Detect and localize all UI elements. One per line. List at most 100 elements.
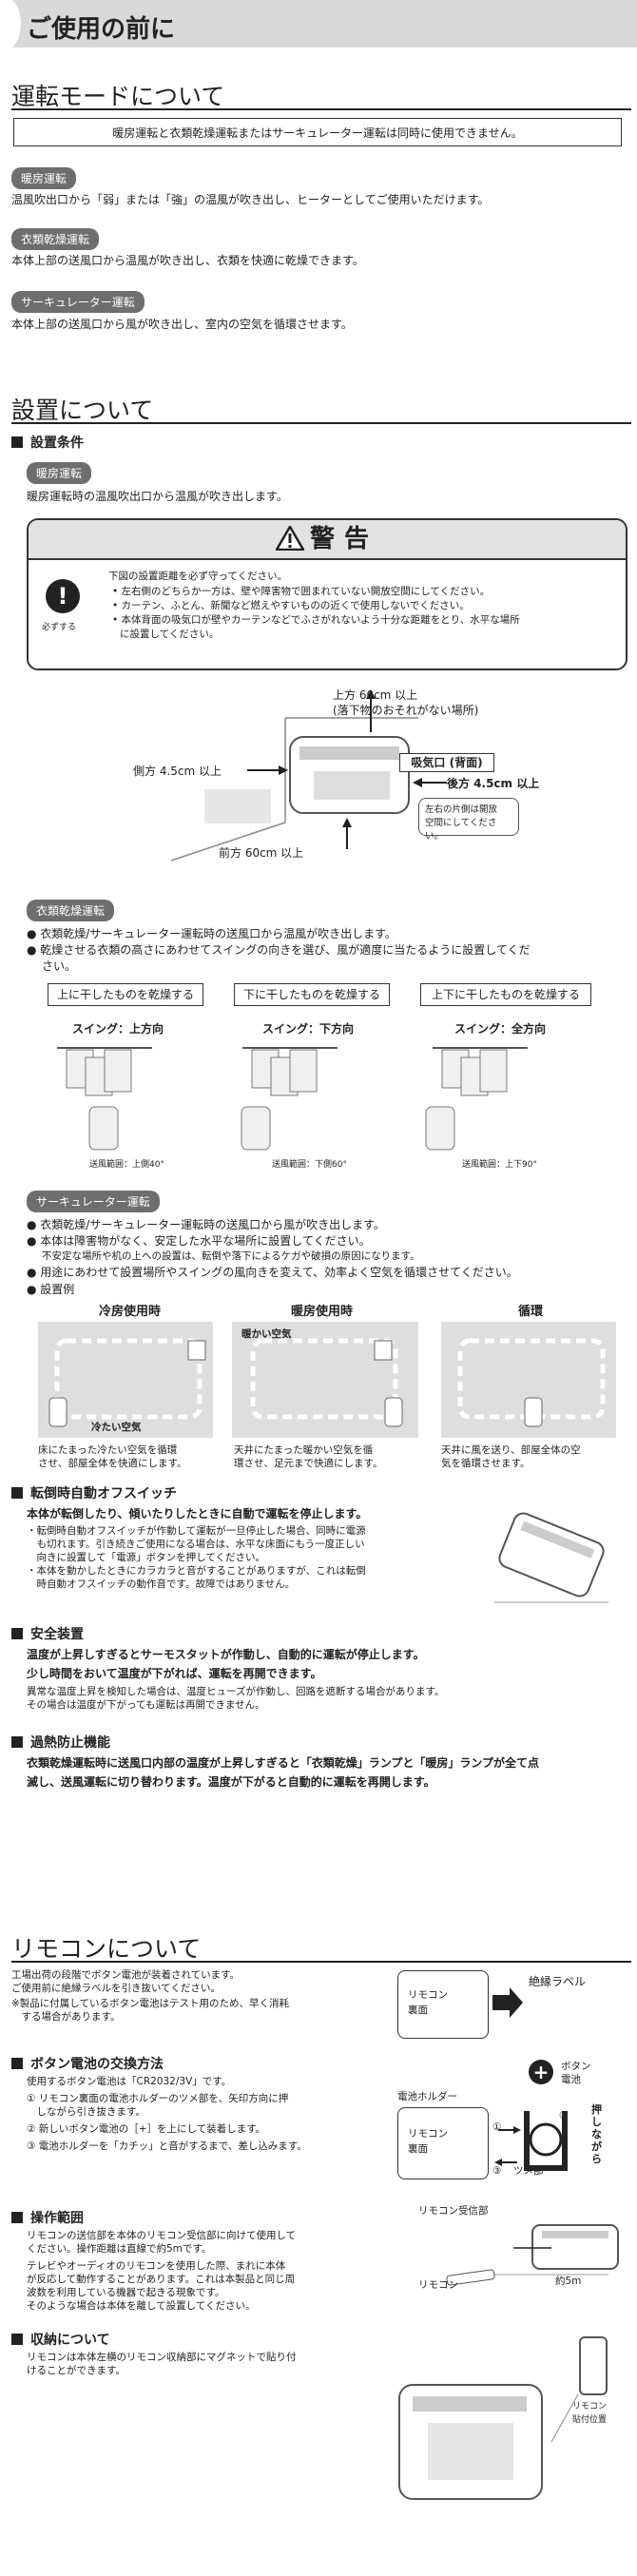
range-title: 操作範囲 [11, 2208, 84, 2227]
dist-back: 後方 4.5cm 以上 [447, 777, 540, 790]
storage-illustration [398, 2336, 608, 2500]
holder-label: 電池ホルダー [397, 2091, 457, 2102]
install-drying-label: 衣類乾燥運転 [27, 900, 115, 921]
circ-bullet: ● 用途にあわせて設置場所やスイングの風向きを変えて、効率よく空気を循環させてく… [27, 1266, 518, 1279]
tipover-bullet: 向きに設置して「電源」ボタンを押してください。 [27, 1552, 266, 1563]
mode-text-drying: 本体上部の送風口から温風が吹き出し、衣類を快適に乾燥できます。 [11, 254, 364, 267]
distance-label: 約5m [555, 2276, 582, 2287]
drying-range: 送風範囲：上下90° [462, 1160, 537, 1170]
drying-bullet: さい。 [42, 959, 77, 973]
drying-panel-box: 下に干したものを乾燥する [234, 983, 390, 1006]
drying-panel-box: 上に干したものを乾燥する [48, 983, 203, 1006]
safety-line: 温度が上昇しすぎるとサーモスタットが作動し、自動的に運転が停止します。 [27, 1648, 425, 1661]
distance-diagram: 上方 60cm 以上 (落下物のおそれがない場所) 側方 4.5cm 以上 吸気… [57, 680, 627, 865]
battery-line: しながら引き抜きます。 [27, 2106, 145, 2118]
claw-label: ツメ部 [513, 2165, 544, 2177]
pull-arrow-icon [492, 1987, 523, 2018]
battery-line: ① リモコン裏面の電池ホルダーのツメ部を、矢印方向に押 [27, 2093, 289, 2104]
range-line: 波数を利用している機器で起きる現象です。 [27, 2287, 225, 2298]
tipover-bullet: ・本体を動かしたときにカラカラと音がすることがありますが、これは転倒 [27, 1565, 366, 1577]
receiver-label: リモコン受信部 [418, 2205, 489, 2217]
warning-bullet: • 左右側のどちらか一方は、壁や障害物で囲まれていない開放空間にしてください。 [112, 586, 491, 597]
step-3: ③ [492, 2165, 502, 2177]
storage-title: 収納について [11, 2330, 110, 2349]
drying-swing: スイング：全方向 [454, 1022, 547, 1036]
page-title: ご使用の前に [27, 15, 176, 44]
remote-title: リモコンについて [11, 1935, 202, 1963]
divider [11, 422, 631, 424]
install-title: 設置について [11, 397, 154, 424]
storage-line: リモコンは本体左横のリモコン収納部にマグネットで貼り付 [27, 2352, 297, 2363]
dist-side: 側方 4.5cm 以上 [133, 765, 222, 778]
drying-panel-box: 上下に干したものを乾燥する [420, 983, 591, 1006]
overheat-line: 滅し、送風運転に切り替わります。温度が下がると自動的に運転を再開します。 [27, 1775, 435, 1789]
drying-swing: スイング：上方向 [72, 1022, 164, 1036]
mode-label-drying: 衣類乾燥運転 [11, 228, 100, 250]
range-line: そのような場合は本体を離して設置してください。 [27, 2300, 256, 2312]
step-1: ① [492, 2121, 502, 2133]
tipover-text: 本体が転倒したり、傾いたりしたときに自動で運転を停止します。 [27, 1507, 368, 1520]
mode-text-circulator: 本体上部の送風口から風が吹き出し、室内の空気を循環させます。 [11, 318, 353, 331]
mode-label-circulator: サーキュレーター運転 [11, 291, 145, 313]
mandatory-icon: ! [46, 579, 80, 613]
range-line: が反応して動作することがあります。これは本製品と同じ周 [27, 2274, 296, 2285]
mandatory-badge: 必ずする [42, 623, 77, 632]
dist-front: 前方 60cm 以上 [219, 846, 304, 860]
push-label: 押しながら [591, 2103, 602, 2165]
tipover-bullet: も切れます。引き続きご使用になる場合は、水平な床面にもう一度正しい [27, 1539, 365, 1550]
drying-panels: 上に干したものを乾燥する 下に干したものを乾燥する 上下に干したものを乾燥する … [48, 983, 618, 1173]
example-desc: 床にたまった冷たい空気を循環させ、部屋全体を快適にします。 [38, 1444, 187, 1469]
warning-bullet: に設置してください。 [120, 629, 220, 640]
example-tag: 冷たい空気 [91, 1422, 142, 1433]
holder-illustration [494, 2111, 568, 2171]
remote-back-fig: リモコン 裏面 [397, 1970, 489, 2039]
battery-title: ボタン電池の交換方法 [11, 2054, 164, 2073]
circ-note: 不安定な場所や机の上への設置は、転倒や落下によるケガや破損の原因になります。 [42, 1250, 420, 1262]
install-circulator-label: サーキュレーター運転 [27, 1191, 160, 1212]
safety-note: その場合は温度が下がっても運転は再開できません。 [27, 1699, 265, 1711]
battery-line: ② 新しいボタン電池の［+］を上にして装着します。 [27, 2123, 266, 2135]
warning-box: 警告 ! 必ずする 下図の設置距離を必ず守ってください。 • 左右側のどちらか一… [27, 518, 627, 670]
warning-bullet: • 本体背面の吸気口が壁やカーテンなどでふさがれないよう十分な距離をとり、水平な… [112, 614, 520, 626]
tipover-title: 転倒時自動オフスイッチ [11, 1483, 177, 1502]
warning-title: 警告 [309, 525, 378, 553]
safety-line: 少し時間をおいて温度が下がれば、運転を再開できます。 [27, 1667, 322, 1680]
step-2: ② [559, 2110, 569, 2121]
divider [11, 1961, 631, 1963]
safety-note: 異常な温度上昇を検知した場合は、温度ヒューズが作動し、回路を遮断する場合がありま… [27, 1686, 445, 1697]
circ-bullet: ● 本体は障害物がなく、安定した水平な場所に設置してください。 [27, 1234, 371, 1248]
divider [11, 108, 631, 110]
remote-intro: ご使用前に絶縁ラベルを引き抜いてください。 [11, 1983, 221, 1994]
dist-top-note: (落下物のおそれがない場所) [333, 704, 479, 717]
tipover-illustration [494, 1512, 608, 1603]
drying-bullet: ● 乾燥させる衣類の高さにあわせてスイングの向きを選び、風が適度に当たるように設… [27, 943, 531, 957]
insulation-label: 絶縁ラベル [529, 1975, 587, 1988]
drying-bullet: ● 衣類乾燥/サーキュレーター運転時の送風口から温風が吹き出します。 [27, 927, 396, 940]
example-title: 冷房使用時 [99, 1305, 162, 1319]
range-line: ください。操作距離は直線で約5mです。 [27, 2243, 212, 2255]
range-line: テレビやオーディオのリモコンを使用した際、まれに本体 [27, 2260, 286, 2272]
battery-line: 使用するボタン電池は「CR2032/3V」です。 [27, 2076, 232, 2087]
conditions-title: 設置条件 [11, 433, 84, 452]
dist-intake: 吸気口 (背面) [399, 753, 494, 772]
mode-label-heating: 暖房運転 [11, 167, 77, 189]
storage-line: けることができます。 [27, 2365, 125, 2376]
overheat-line: 衣類乾燥運転時に送風口内部の温度が上昇しすぎると「衣類乾燥」ランプと「暖房」ラン… [27, 1756, 540, 1770]
drying-swing: スイング：下方向 [262, 1022, 355, 1036]
remote-intro: ※製品に付属しているボタン電池はテスト用のため、早く消耗 [11, 1998, 289, 2009]
example-desc: 天井にたまった暖かい空気を循環させ、足元まで快適にします。 [234, 1444, 383, 1469]
plus-icon: + [529, 2060, 553, 2084]
battery-label: ボタン電池 [561, 2061, 591, 2085]
overheat-title: 過熱防止機能 [11, 1733, 110, 1752]
warning-bullet: • カーテン、ふとん、新聞など燃えやすいものの近くで使用しないでください。 [112, 600, 470, 611]
remote-back-fig-2: リモコン 裏面 [397, 2107, 489, 2179]
install-heating-label: 暖房運転 [27, 462, 92, 484]
dist-open-note: 左右の片側は開放空間にしてください。 [418, 798, 519, 842]
range-line: リモコンの送信部を本体のリモコン受信部に向けて使用して [27, 2230, 297, 2241]
example-airflow-arrows [48, 1338, 606, 1427]
example-title: 暖房使用時 [291, 1305, 354, 1319]
example-title: 循環 [518, 1305, 544, 1319]
remote-label: リモコン [418, 2279, 458, 2291]
example-desc: 天井に風を送り、部屋全体の空気を循環させます。 [441, 1444, 581, 1469]
warning-intro: 下図の設置距離を必ず守ってください。 [108, 571, 288, 582]
